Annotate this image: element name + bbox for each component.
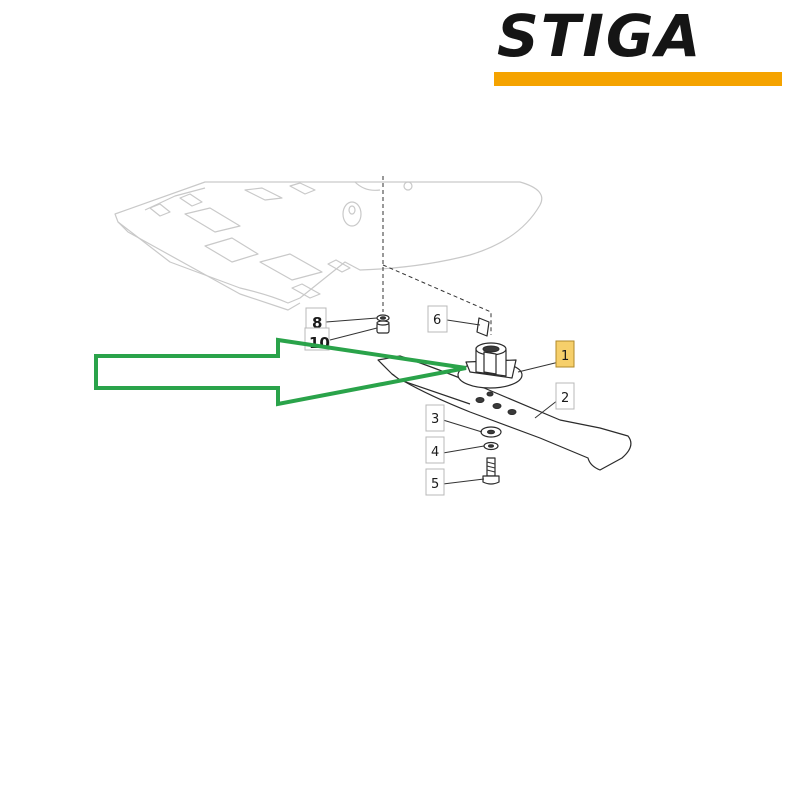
stiga-logo-underline bbox=[494, 72, 782, 86]
callout-5: 5 bbox=[425, 468, 445, 496]
callout-6: 6 bbox=[427, 305, 448, 333]
callout-3: 3 bbox=[425, 404, 445, 432]
svg-text:10: 10 bbox=[309, 334, 330, 352]
leader-lines bbox=[325, 317, 560, 485]
stiga-logo-text: STIGA bbox=[497, 2, 702, 70]
svg-text:4: 4 bbox=[431, 445, 439, 460]
svg-text:2: 2 bbox=[561, 391, 569, 406]
svg-text:5: 5 bbox=[431, 477, 439, 492]
svg-text:8: 8 bbox=[312, 314, 322, 332]
mower-blade bbox=[377, 355, 632, 471]
callout-labels: 8 10 6 1 2 3 4 5 bbox=[304, 305, 575, 496]
key-part-6 bbox=[476, 317, 490, 337]
blade-hub-adapter bbox=[457, 342, 523, 389]
callout-2: 2 bbox=[555, 382, 575, 410]
callout-4: 4 bbox=[425, 436, 445, 464]
stiga-logo: STIGA bbox=[494, 2, 782, 86]
svg-text:1: 1 bbox=[561, 349, 569, 364]
highlight-arrow bbox=[94, 337, 467, 407]
svg-text:6: 6 bbox=[433, 313, 441, 328]
mower-deck-outline bbox=[114, 181, 543, 311]
svg-text:3: 3 bbox=[431, 412, 439, 427]
callout-1: 1 bbox=[555, 340, 575, 368]
assembly-lines bbox=[382, 176, 492, 420]
